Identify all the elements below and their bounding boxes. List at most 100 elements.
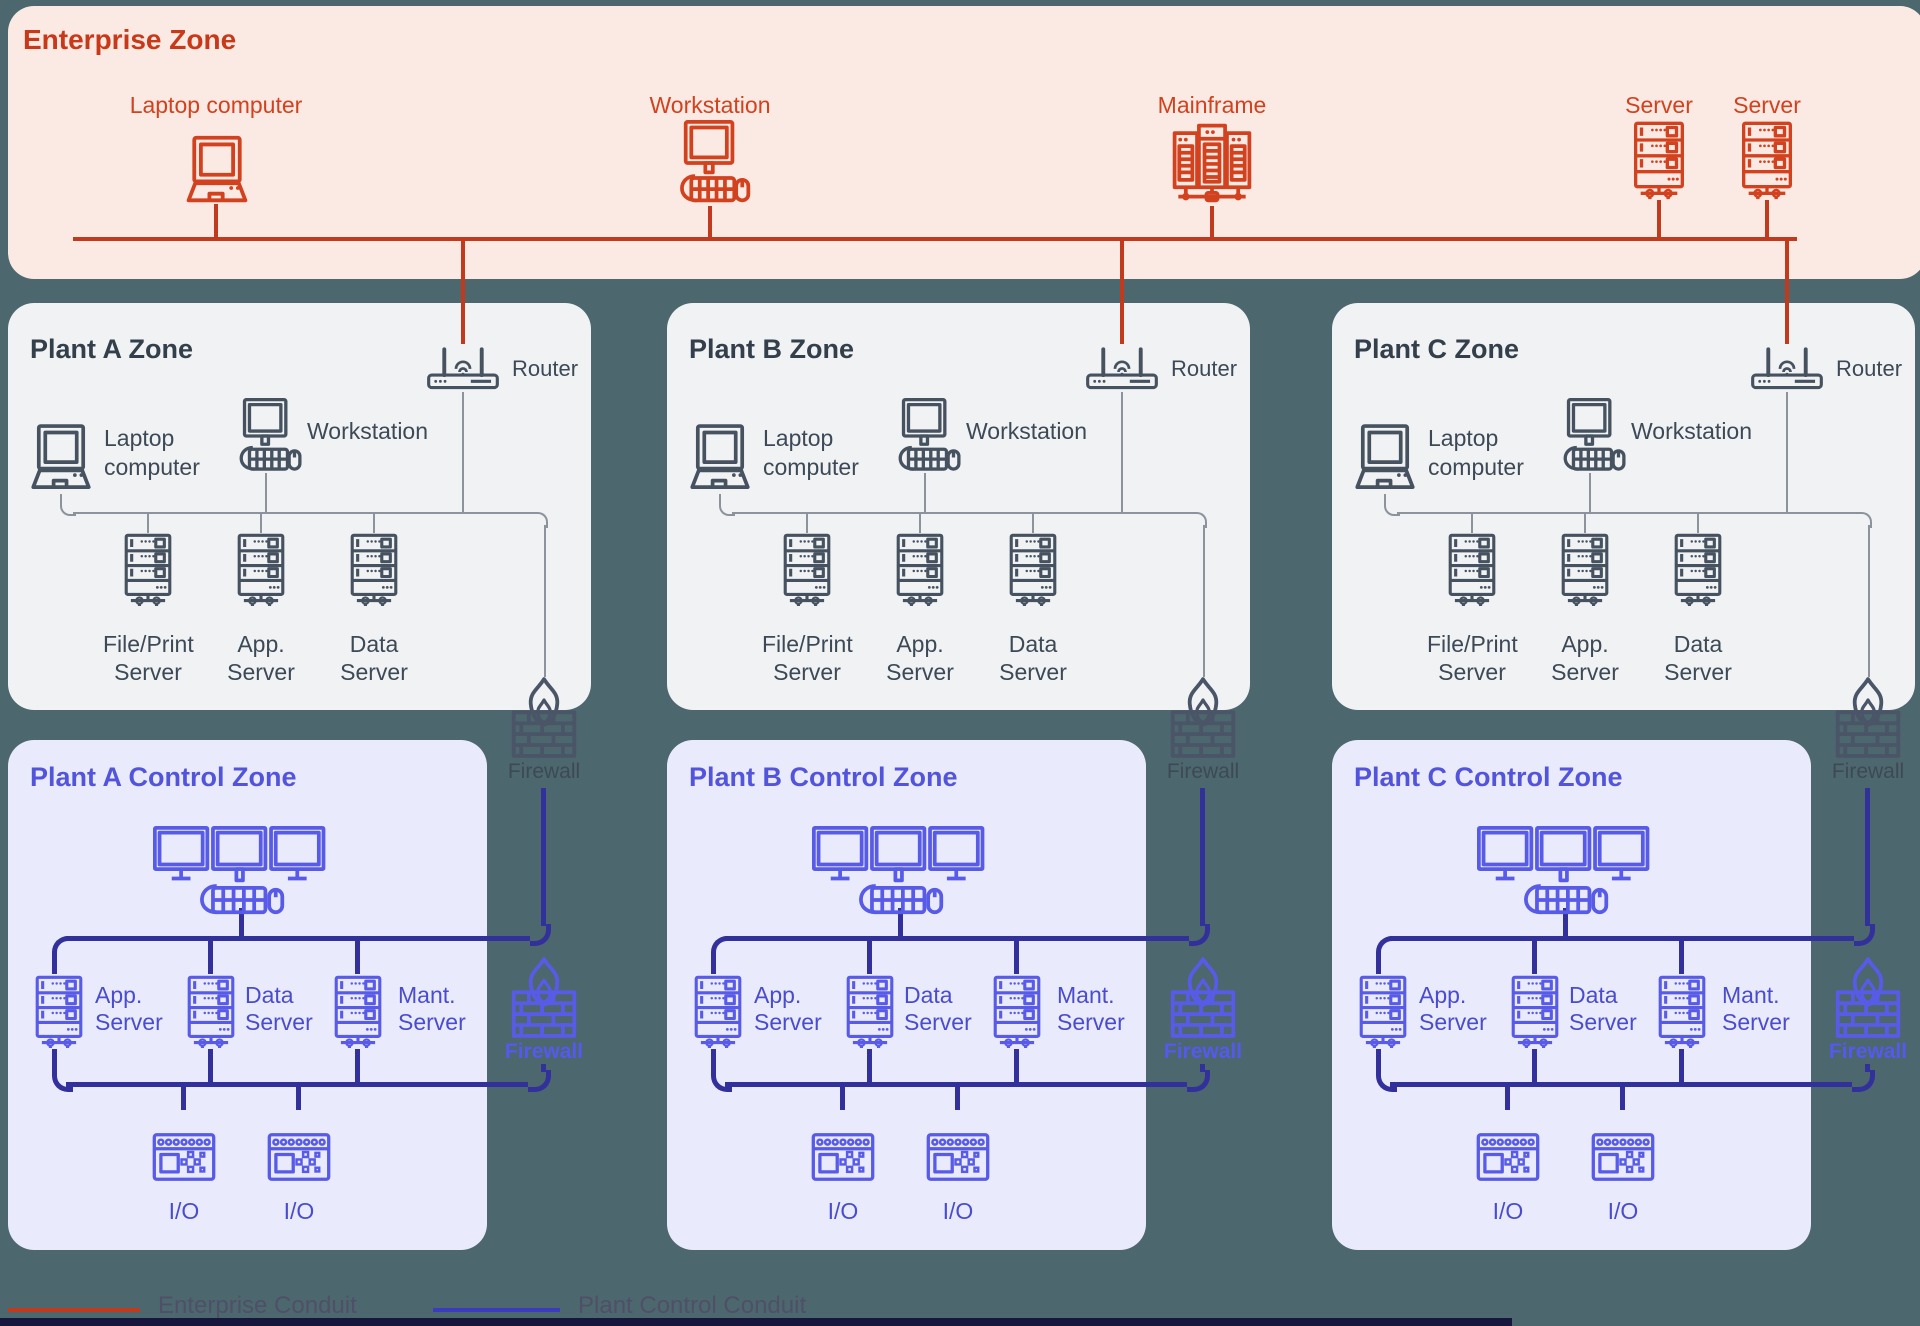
io-conduit-bus <box>725 1082 1187 1087</box>
enterprise-conduit-line <box>461 241 465 344</box>
enterprise-conduit-line <box>1120 241 1124 344</box>
control-zone-panel <box>667 740 1146 1250</box>
network-line <box>1584 514 1586 533</box>
laptop-label: Laptop computer <box>763 425 859 480</box>
file-print-server-label: File/Print Server <box>762 631 853 685</box>
server-icon <box>120 532 176 607</box>
network-line <box>1121 392 1123 512</box>
router-icon <box>1748 342 1826 391</box>
data-server-label: Data Server <box>245 982 313 1035</box>
control-conduit-line <box>1563 908 1568 936</box>
control-conduit-line <box>1679 1049 1684 1082</box>
control-conduit-line <box>1679 941 1684 974</box>
network-line <box>373 514 375 533</box>
control-conduit-line <box>867 1049 872 1082</box>
enterprise-conduit-line <box>1765 200 1769 237</box>
enterprise-laptop-label: Laptop computer <box>129 92 303 118</box>
control-zone-title: Plant C Control Zone <box>1354 762 1623 792</box>
control-conduit-line <box>1187 1070 1210 1092</box>
firewall-icon <box>1167 956 1239 1040</box>
app-server-label: App. Server <box>95 982 163 1035</box>
server-icon <box>690 974 746 1049</box>
control-conduit-line <box>1865 788 1870 926</box>
server-icon <box>31 974 87 1049</box>
network-line <box>536 512 548 528</box>
control-conduit-line <box>711 1049 716 1070</box>
network-line <box>919 514 921 533</box>
plant-column-b: Plant B Zone Laptop computer Workstation… <box>667 0 1267 1326</box>
control-conduit-line <box>52 952 57 974</box>
server-icon <box>989 974 1045 1049</box>
control-zone-title: Plant A Control Zone <box>30 762 297 792</box>
control-conduit-line <box>1200 1064 1205 1072</box>
control-conduit-line <box>840 1087 845 1110</box>
network-line <box>60 494 76 516</box>
control-conduit-line <box>711 1068 732 1092</box>
control-conduit-line <box>52 1049 57 1070</box>
firewall-icon <box>508 956 580 1040</box>
enterprise-zone-panel <box>8 6 1920 279</box>
control-zone-panel <box>8 740 487 1250</box>
control-conduit-bus <box>1390 936 1854 941</box>
control-conduit-line <box>52 936 73 959</box>
server-icon <box>1355 974 1411 1049</box>
file-print-server-label: File/Print Server <box>103 631 194 685</box>
plant-zone-panel <box>1332 303 1915 710</box>
control-conduit-line <box>1865 1064 1870 1072</box>
laptop-label: Laptop computer <box>104 425 200 480</box>
plant-control-conduit-swatch <box>433 1308 560 1312</box>
server-icon <box>1557 532 1613 607</box>
control-conduit-line <box>208 1049 213 1082</box>
control-conduit-line <box>898 908 903 936</box>
workstation-label: Workstation <box>307 418 429 444</box>
control-conduit-line <box>1376 936 1397 959</box>
network-line <box>462 392 464 512</box>
io-module-icon <box>266 1128 332 1186</box>
io-label: I/O <box>168 1198 200 1224</box>
network-line <box>806 514 808 533</box>
control-conduit-line <box>1532 941 1537 974</box>
firewall-label: Firewall <box>1828 1040 1908 1063</box>
control-conduit-line <box>181 1087 186 1110</box>
router-label: Router <box>1171 356 1238 381</box>
firewall-label: Firewall <box>504 1040 584 1063</box>
io-conduit-bus <box>1390 1082 1852 1087</box>
plant-zone-panel <box>667 303 1250 710</box>
io-module-icon <box>925 1128 991 1186</box>
enterprise-conduit-line <box>1657 200 1661 237</box>
laptop-icon <box>1348 422 1422 493</box>
data-server-label: Data Server <box>1664 631 1732 685</box>
control-conduit-line <box>711 952 716 974</box>
plant-column-c: Plant C Zone Laptop computer Workstation… <box>1332 0 1920 1326</box>
server-icon <box>1654 974 1710 1049</box>
control-conduit-bus <box>66 936 530 941</box>
firewall-icon <box>1832 956 1904 1040</box>
workstation-label: Workstation <box>966 418 1088 444</box>
enterprise-conduit-bus <box>73 237 1797 241</box>
workstation-icon <box>228 398 304 474</box>
enterprise-workstation-label: Workstation <box>649 92 771 118</box>
app-server-label: App. Server <box>1419 982 1487 1035</box>
control-zone-panel <box>1332 740 1811 1250</box>
mant-server-label: Mant. Server <box>398 982 466 1035</box>
workstation-label: Workstation <box>1631 418 1753 444</box>
firewall-label: Firewall <box>1831 760 1905 783</box>
control-conduit-line <box>541 788 546 926</box>
mant-server-label: Mant. Server <box>1057 982 1125 1035</box>
server-icon <box>233 532 289 607</box>
control-conduit-line <box>1200 788 1205 926</box>
io-module-icon <box>1475 1128 1541 1186</box>
control-conduit-line <box>1376 952 1381 974</box>
plant-network-bus <box>1397 512 1860 514</box>
router-icon <box>424 342 502 391</box>
enterprise-server2-label: Server <box>1733 92 1801 118</box>
router-label: Router <box>512 356 579 381</box>
server-icon <box>1444 532 1500 607</box>
plant-zone-panel <box>8 303 591 710</box>
io-label: I/O <box>942 1198 974 1224</box>
data-server-label: Data Server <box>904 982 972 1035</box>
data-server-label: Data Server <box>999 631 1067 685</box>
enterprise-conduit-swatch <box>8 1308 140 1312</box>
network-line <box>265 473 267 512</box>
control-conduit-line <box>1189 924 1210 946</box>
